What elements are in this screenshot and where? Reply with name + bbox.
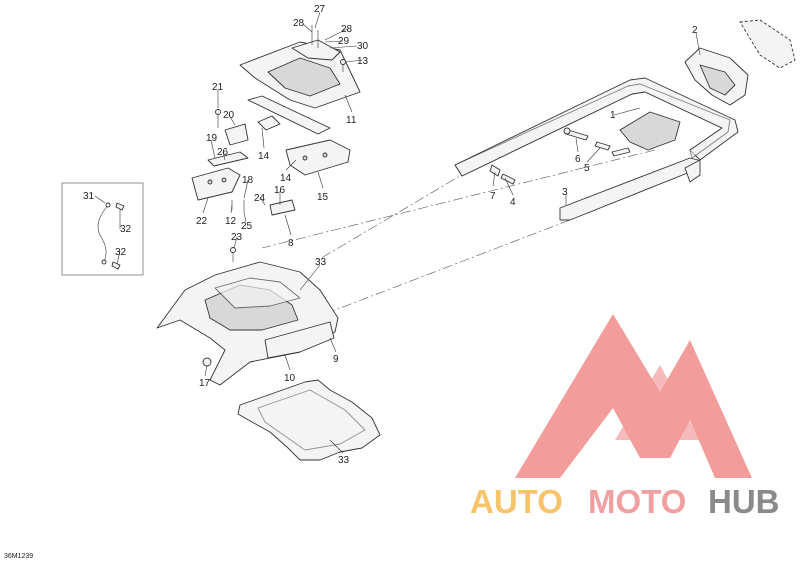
callout-2: 2 [692, 25, 698, 36]
callout-19: 19 [206, 133, 218, 144]
callout-28-left: 28 [293, 18, 305, 29]
rack-bolts [489, 127, 631, 185]
callout-24: 24 [254, 193, 266, 204]
callout-28-right: 28 [341, 24, 353, 35]
callout-8: 8 [288, 238, 294, 249]
callout-6: 6 [575, 154, 581, 165]
callout-18: 18 [242, 175, 254, 186]
part-11-plate [239, 39, 361, 109]
callout-3: 3 [562, 187, 568, 198]
callout-10: 10 [284, 373, 296, 384]
callout-1: 1 [610, 110, 616, 121]
callouts: 1 2 3 4 5 6 7 8 9 10 11 12 13 14 14 15 1… [83, 4, 698, 466]
callout-20: 20 [223, 110, 235, 121]
callout-4: 4 [510, 197, 516, 208]
callout-25: 25 [241, 221, 253, 232]
part-14-bracket [247, 95, 331, 135]
callout-17: 17 [199, 378, 211, 389]
callout-31: 31 [83, 191, 95, 202]
callout-16: 16 [274, 185, 286, 196]
callout-5: 5 [584, 163, 590, 174]
part-33-mat [237, 379, 381, 461]
callout-11: 11 [346, 115, 357, 126]
watermark-hub: HUB [708, 483, 780, 520]
part-22-bracket [191, 123, 249, 201]
callout-12: 12 [225, 216, 237, 227]
callout-30: 30 [357, 41, 369, 52]
inset-box [61, 182, 144, 276]
watermark-auto: AUTO [470, 483, 563, 520]
callout-32-upper: 32 [120, 224, 132, 235]
callout-26: 26 [217, 147, 229, 158]
callout-15: 15 [317, 192, 329, 203]
part-8-bracket [269, 199, 296, 216]
callout-22: 22 [196, 216, 208, 227]
callout-14-lower: 14 [280, 173, 292, 184]
callout-27: 27 [314, 4, 326, 15]
callout-21: 21 [212, 82, 224, 93]
watermark-logo [515, 314, 752, 478]
callout-9: 9 [333, 354, 339, 365]
callout-33-lower: 33 [338, 455, 350, 466]
callout-13: 13 [357, 56, 369, 67]
reference-code: 36M1239 [4, 553, 34, 560]
part-15-bracket [285, 139, 351, 176]
alignment-lines [261, 149, 656, 313]
leader-lines [94, 11, 701, 454]
part-2-bracket [684, 19, 796, 106]
callout-29: 29 [338, 36, 350, 47]
callout-23: 23 [231, 232, 243, 243]
small-screws [215, 25, 346, 262]
callout-33-upper: 33 [315, 257, 327, 268]
watermark-text: AUTO MOTO HUB [470, 483, 780, 520]
callout-32-lower: 32 [115, 247, 127, 258]
rear-fender [156, 261, 339, 386]
callout-7: 7 [490, 191, 496, 202]
callout-14-upper: 14 [258, 151, 270, 162]
rear-rack [454, 77, 739, 221]
watermark-moto: MOTO [588, 483, 686, 520]
